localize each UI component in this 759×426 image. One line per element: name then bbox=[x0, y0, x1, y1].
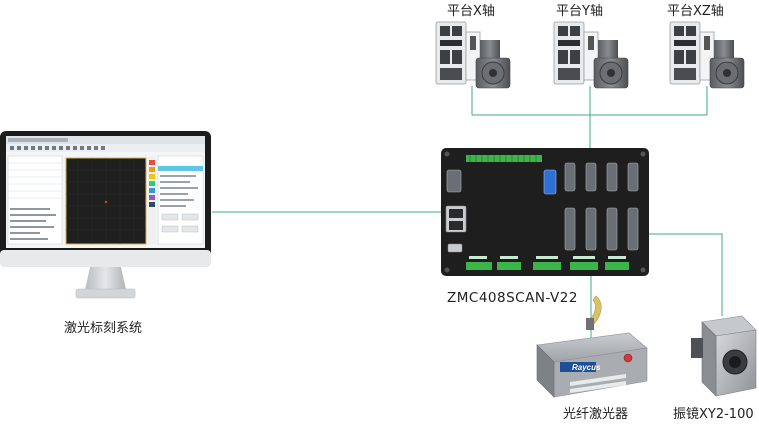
motion-controller bbox=[441, 148, 649, 276]
servo-drive-x bbox=[435, 21, 511, 89]
pc-label: 激光标刻系统 bbox=[64, 321, 143, 336]
servo-x-label: 平台X轴 bbox=[447, 4, 495, 19]
galvo-label: 振镜XY2-100 bbox=[673, 407, 754, 422]
galvo-scanner bbox=[691, 315, 757, 397]
servo-drive-y bbox=[553, 21, 629, 89]
servo-z-label: 平台XZ轴 bbox=[667, 4, 724, 19]
fiber-laser bbox=[536, 295, 648, 398]
line-controller-to-galvo bbox=[636, 233, 723, 316]
servo-y-label: 平台Y轴 bbox=[556, 4, 603, 19]
laser-brand-logo: Raycus bbox=[572, 363, 601, 372]
servo-drive-z bbox=[669, 21, 745, 89]
pc-monitor bbox=[0, 131, 211, 299]
connection-lines bbox=[212, 86, 723, 339]
laser-label: 光纤激光器 bbox=[563, 407, 629, 422]
controller-model-label: ZMC408SCAN-V22 bbox=[447, 290, 578, 306]
